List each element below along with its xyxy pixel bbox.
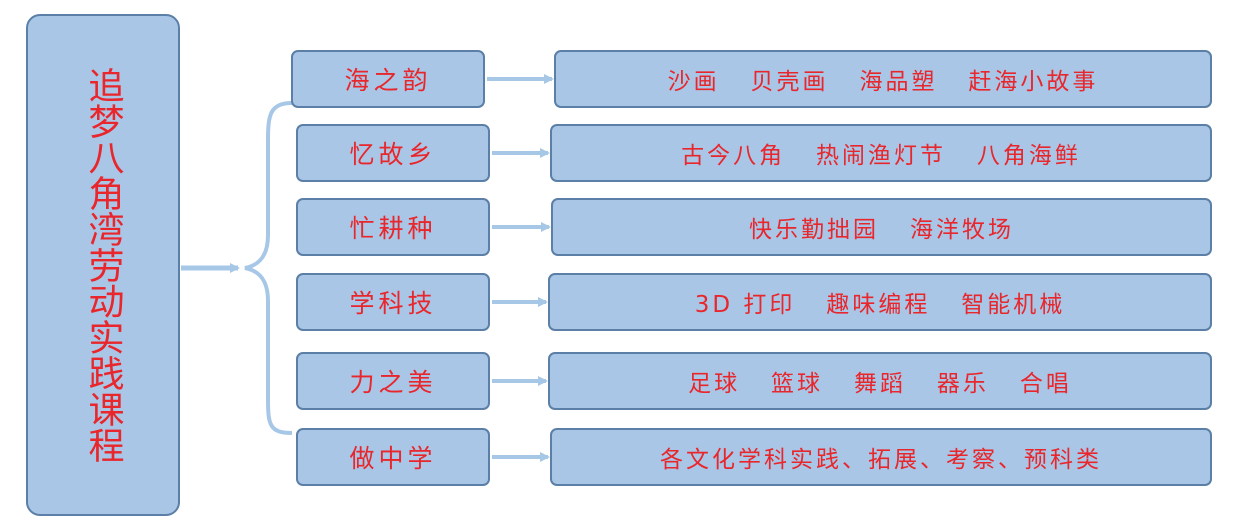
category-label: 忙耕种 [349,214,437,243]
root-title: 追梦八角湾劳动实践课程 [82,67,124,463]
content-node: 足球 篮球 舞蹈 器乐 合唱 [548,352,1212,410]
content-label: 沙画 贝壳画 海品塑 赶海小故事 [667,69,1099,95]
category-node: 忆故乡 [296,124,490,182]
category-label: 力之美 [349,368,437,397]
category-node: 海之韵 [291,50,485,108]
content-node: 各文化学科实践、拓展、考察、预科类 [550,428,1212,486]
content-label: 各文化学科实践、拓展、考察、预科类 [660,447,1102,473]
content-node: 快乐勤拙园 海洋牧场 [551,198,1212,256]
content-node: 沙画 贝壳画 海品塑 赶海小故事 [554,50,1212,108]
content-label: 足球 篮球 舞蹈 器乐 合唱 [688,371,1072,397]
category-node: 力之美 [296,352,490,410]
category-node: 学科技 [296,273,490,331]
category-label: 学科技 [349,289,437,318]
category-label: 海之韵 [344,66,432,95]
category-node: 做中学 [296,428,490,486]
category-node: 忙耕种 [296,198,490,256]
root-node: 追梦八角湾劳动实践课程 [26,14,180,516]
bracket [244,101,293,435]
content-label: 3D 打印 趣味编程 智能机械 [694,292,1066,318]
content-node: 3D 打印 趣味编程 智能机械 [548,273,1212,331]
content-label: 古今八角 热闹渔灯节 八角海鲜 [681,143,1081,169]
category-label: 做中学 [349,444,437,473]
content-label: 快乐勤拙园 海洋牧场 [749,217,1014,243]
category-label: 忆故乡 [349,140,437,169]
content-node: 古今八角 热闹渔灯节 八角海鲜 [550,124,1212,182]
